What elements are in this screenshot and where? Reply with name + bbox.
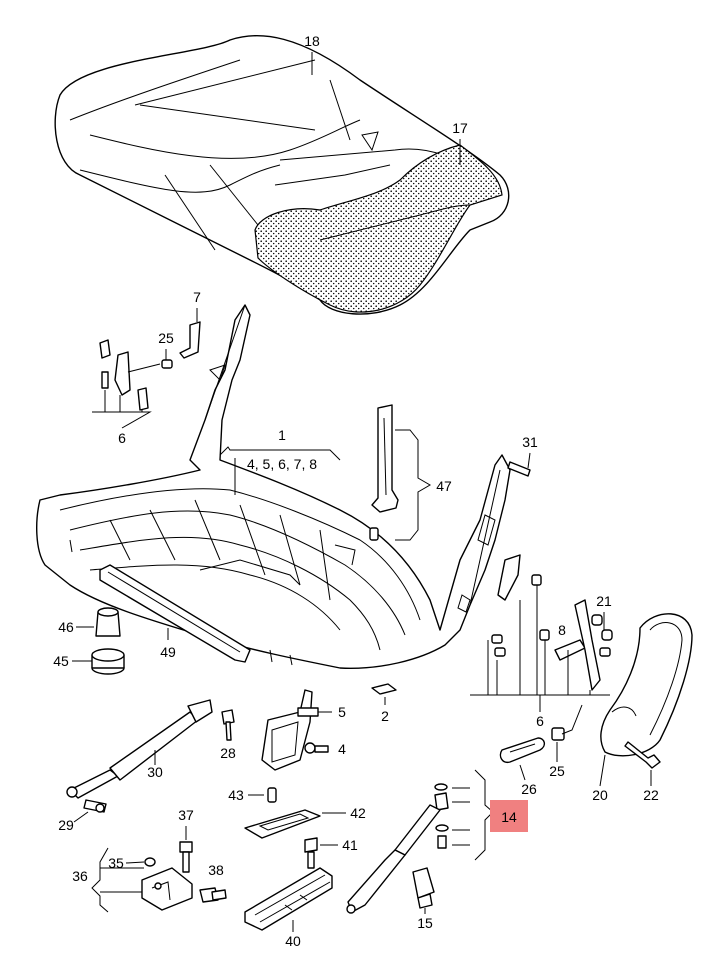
callout-18: 18 xyxy=(304,33,320,49)
side-trim-20 xyxy=(600,613,693,757)
callout-47: 47 xyxy=(436,478,452,494)
callout-4: 4 xyxy=(338,741,346,757)
bolt-28 xyxy=(221,709,235,741)
callout-1-subparts: 4, 5, 6, 7, 8 xyxy=(247,456,317,472)
callout-30: 30 xyxy=(147,764,163,780)
bracket-47 xyxy=(395,429,431,541)
callout-37: 37 xyxy=(178,807,194,823)
callout-25-right: 25 xyxy=(549,763,565,779)
leader-35 xyxy=(125,861,145,864)
callout-2: 2 xyxy=(381,708,389,724)
callout-31: 31 xyxy=(522,434,538,450)
callout-49: 49 xyxy=(160,644,176,660)
callout-43: 43 xyxy=(228,787,244,803)
bracket-6-left xyxy=(92,390,152,429)
callout-1: 1 xyxy=(278,427,286,443)
callout-7: 7 xyxy=(193,289,201,305)
callout-42: 42 xyxy=(350,805,366,821)
leader-26 xyxy=(519,764,526,781)
latch-bracket-5 xyxy=(261,689,319,771)
callout-45: 45 xyxy=(53,653,69,669)
bolt-29 xyxy=(83,799,107,813)
callout-40: 40 xyxy=(285,933,301,949)
callout-28: 28 xyxy=(220,745,236,761)
cover-26 xyxy=(499,737,545,764)
bolt-37 xyxy=(179,841,193,873)
label-plate-2 xyxy=(371,683,397,695)
callout-20: 20 xyxy=(592,787,608,803)
callout-38: 38 xyxy=(208,862,224,878)
clip-35 xyxy=(144,857,156,867)
callout-36: 36 xyxy=(72,868,88,884)
seat-cushion-foam xyxy=(254,144,503,313)
callout-46: 46 xyxy=(58,619,74,635)
bracket-14 xyxy=(452,769,494,861)
mount-block-36 xyxy=(141,867,193,911)
strut-14 xyxy=(346,783,449,914)
callout-6-left: 6 xyxy=(118,430,126,446)
callout-41: 41 xyxy=(342,837,358,853)
bracket-6-right xyxy=(470,585,610,712)
leader-29 xyxy=(73,811,89,823)
callout-6-right: 6 xyxy=(536,713,544,729)
callout-21: 21 xyxy=(596,593,612,609)
callout-29: 29 xyxy=(58,817,74,833)
strap-bracket-47 xyxy=(369,404,399,541)
callout-8: 8 xyxy=(558,622,566,638)
pin-38 xyxy=(199,887,227,903)
callout-14: 14 xyxy=(501,809,517,825)
callout-14-highlight xyxy=(490,800,528,832)
callout-15: 15 xyxy=(417,915,433,931)
callout-35: 35 xyxy=(108,855,124,871)
callout-22: 22 xyxy=(643,787,659,803)
rail-49 xyxy=(99,564,251,663)
screw-43 xyxy=(267,787,277,803)
callout-5: 5 xyxy=(338,704,346,720)
bracket-1 xyxy=(219,446,341,461)
rail-bracket-40 xyxy=(244,867,333,931)
gas-strut-30 xyxy=(66,699,213,799)
callout-25-left: 25 xyxy=(158,330,174,346)
callout-17: 17 xyxy=(452,120,468,136)
cap-46 xyxy=(95,607,121,637)
leader-20 xyxy=(599,754,606,787)
hinge-clips-left xyxy=(99,321,201,411)
leader-31 xyxy=(527,452,531,469)
bolt-4 xyxy=(304,742,329,754)
callout-26: 26 xyxy=(521,781,537,797)
bolt-41 xyxy=(304,837,318,869)
bracket-36 xyxy=(91,847,144,913)
handle-42 xyxy=(244,809,321,839)
ball-stud-15 xyxy=(412,867,435,909)
screw-22 xyxy=(624,741,661,769)
seat-frame xyxy=(36,304,511,669)
hinge-hardware-right xyxy=(491,461,613,741)
cap-45 xyxy=(91,648,125,675)
leader-25-right-tail xyxy=(561,704,583,735)
